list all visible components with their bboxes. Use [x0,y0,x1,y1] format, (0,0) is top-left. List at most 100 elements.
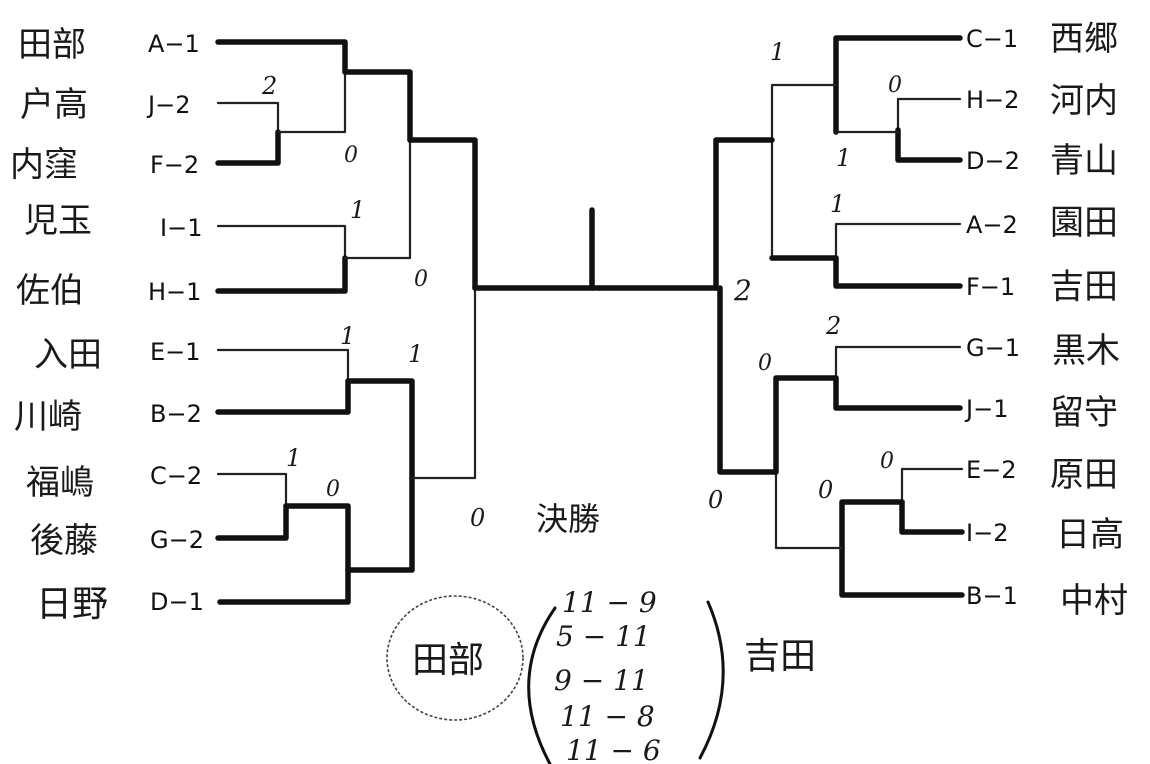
final-section: 決勝 田部 11 − 9 5 − 11 9 − 11 11 − 8 11 − 6… [386,500,816,764]
line-e2 [900,467,964,504]
player-code: C−1 [966,25,1018,53]
line-f1 [833,255,963,289]
line-j1 [833,375,963,411]
left-players: 田部 A−1 户高 J−2 内窪 F−2 児玉 I−1 佐伯 H−1 入田 E−… [10,25,204,625]
line-j2f2-out [276,70,347,134]
set-score: 9 − 11 [554,664,649,697]
line-a1 [215,39,348,75]
set-score: 11 − 6 [566,734,661,764]
player-name: 内窪 [10,145,78,185]
game-count: 1 [830,190,845,218]
player-name: 西郷 [1050,19,1118,59]
line-j2 [216,101,280,134]
player-code: H−1 [148,278,201,306]
line-sf2-out [410,286,477,480]
player-code: G−1 [966,334,1020,362]
game-count: 0 [344,143,358,168]
final-runner-up: 吉田 [744,636,816,677]
player-code: A−2 [966,211,1018,239]
line-g1 [834,345,962,380]
player-name: 日野 [36,584,108,625]
player-name: 中村 [1060,581,1128,621]
line-i1 [216,224,347,260]
player-name: 田部 [18,25,86,65]
player-code: D−1 [150,588,204,616]
player-name: 園田 [1050,203,1118,243]
player-name: 黒木 [1052,331,1120,371]
player-name: 川崎 [14,397,82,437]
line-sf-r2-out [717,285,779,475]
line-qf1-out [342,69,413,143]
set-score: 11 − 8 [560,700,655,733]
player-code: E−1 [150,338,201,366]
line-sf-r1-out [713,137,775,291]
line-d1 [217,567,351,605]
game-count: 1 [286,444,301,472]
game-count: 2 [733,274,752,307]
game-count-marks: 2 0 1 0 1 1 1 0 0 1 0 1 1 2 2 0 0 0 0 [261,38,902,532]
player-name: 日高 [1056,515,1124,555]
line-h1 [215,255,348,294]
player-code: G−2 [150,526,204,554]
player-code: I−1 [160,214,202,242]
game-count: 0 [818,476,833,504]
score-paren-left [527,606,557,764]
player-code: H−2 [966,86,1019,114]
player-code: C−2 [150,462,202,490]
player-name: 原田 [1050,455,1118,495]
line-b2 [215,378,351,415]
game-count: 0 [758,351,772,376]
line-f2 [215,129,281,166]
player-code: F−2 [150,151,199,179]
game-count: 0 [880,449,894,474]
player-name: 户高 [20,85,88,125]
player-code: A−1 [148,30,200,58]
line-b1 [839,545,965,598]
game-count: 0 [326,477,340,502]
player-name: 吉田 [1050,267,1118,307]
player-name: 青山 [1050,141,1118,181]
player-code: J−1 [964,395,1008,423]
game-count: 0 [888,73,902,98]
line-d2 [895,127,963,163]
player-name: 入田 [34,335,102,375]
line-a2 [834,222,962,260]
line-qf4-out [345,475,415,573]
game-count: 1 [408,340,423,368]
game-count: 0 [414,267,428,292]
game-count: 2 [261,72,277,100]
right-bracket-lines [597,35,965,598]
player-name: 河内 [1050,81,1118,121]
line-g2 [215,503,289,541]
line-c2 [216,472,288,508]
line-i2 [899,499,965,535]
player-code: B−1 [966,582,1018,610]
game-count: 2 [825,312,841,340]
winner-circle [386,595,524,721]
game-count: 0 [470,504,485,532]
line-c1 [833,35,963,135]
line-i1h1-out [343,138,412,260]
line-e1 [216,348,350,383]
player-code: E−2 [966,456,1017,484]
player-name: 福嶋 [26,463,94,503]
game-count: 1 [770,38,785,66]
score-paren-right [698,600,725,760]
set-score: 11 − 9 [562,586,657,619]
line-e1b2-out [345,378,415,481]
final-label: 決勝 [536,500,600,538]
player-name: 後藤 [30,521,98,561]
player-name: 児玉 [24,201,92,241]
game-count: 0 [708,486,723,514]
game-count: 1 [340,322,355,350]
player-code: F−1 [966,273,1015,301]
line-qf-r4-out [774,470,844,550]
line-sf1-out [407,137,478,291]
player-code: I−2 [966,519,1008,547]
line-g1j1-out [773,375,839,475]
player-name: 佐伯 [16,271,84,311]
right-players: C−1 西郷 H−2 河内 D−2 青山 A−2 園田 F−1 吉田 G−1 黒… [964,19,1128,621]
left-bracket-lines [215,39,603,605]
